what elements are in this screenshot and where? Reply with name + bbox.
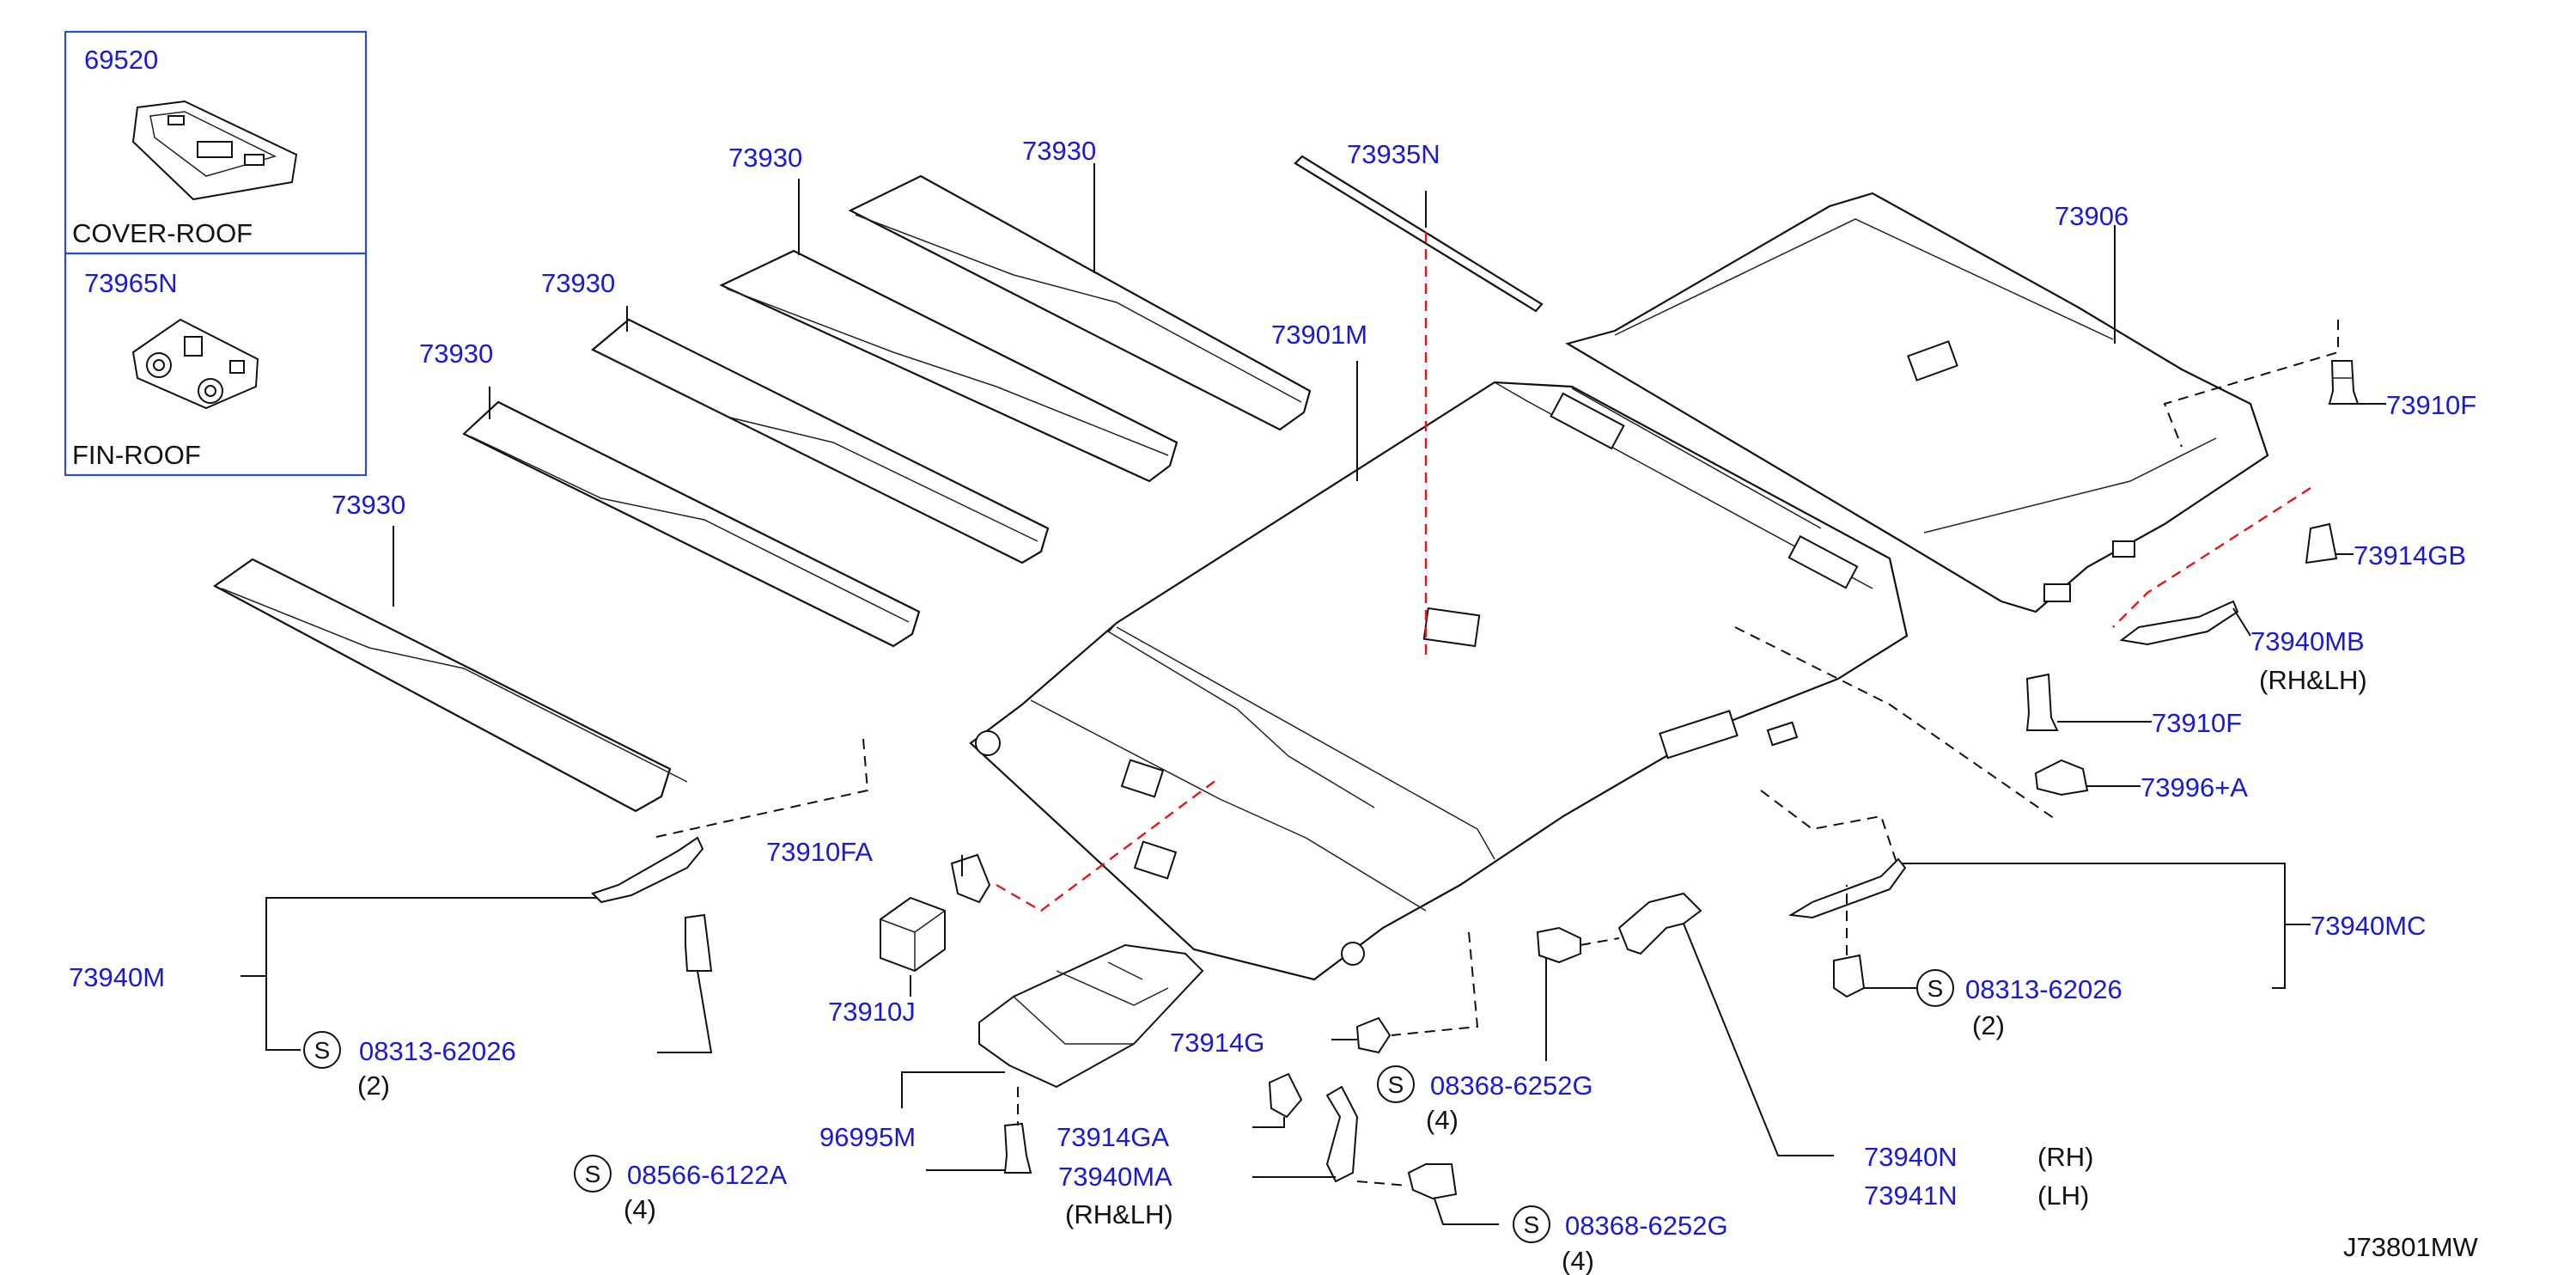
callout-73941N: 73941N xyxy=(1864,1180,1958,1211)
callout-73910F: 73910F xyxy=(2386,390,2476,420)
console-96995M xyxy=(978,943,1204,1089)
callout-quantity: (4) xyxy=(624,1194,656,1224)
callout-73914G: 73914G xyxy=(1170,1028,1264,1058)
callout-08313-62026: 08313-62026 xyxy=(359,1036,516,1066)
roof-pad-2 xyxy=(462,400,921,648)
callout-96995M: 96995M xyxy=(819,1122,916,1152)
grip-73940MA xyxy=(1325,1085,1359,1183)
screw-08368-b xyxy=(1407,1163,1458,1200)
callout-side-lh: (LH) xyxy=(2037,1180,2089,1211)
callout-73996A: 73996+A xyxy=(2141,772,2248,802)
screw-symbol: S xyxy=(1377,1065,1415,1103)
callout-73930: 73930 xyxy=(1022,136,1096,166)
callout-quantity: (4) xyxy=(1562,1246,1594,1275)
left-bolt xyxy=(685,913,713,972)
dash-line-73914G xyxy=(1391,931,1479,1036)
dash-line-08368b xyxy=(1356,1180,1410,1187)
roof-strip xyxy=(1294,155,1544,313)
dash-line-mid xyxy=(1734,626,2058,821)
dash-line-08368a xyxy=(1580,937,1620,946)
cover-roof-part-icon xyxy=(131,100,298,201)
callout-08566-6122A: 08566-6122A xyxy=(627,1160,787,1190)
callout-73906: 73906 xyxy=(2055,201,2128,231)
dash-line-mc xyxy=(1760,790,1899,869)
clip-73996A xyxy=(2034,759,2089,796)
callout-quantity: (4) xyxy=(1426,1105,1459,1135)
inset-box-fin-roof: 73965N FIN-ROOF xyxy=(64,252,368,477)
callout-73940MA: 73940MA xyxy=(1058,1162,1172,1192)
headlining-main xyxy=(969,381,1909,981)
callout-73940M: 73940M xyxy=(69,962,165,992)
callout-73914GB: 73914GB xyxy=(2354,540,2466,570)
callout-73910F: 73910F xyxy=(2152,708,2242,738)
callout-08368-6252G: 08368-6252G xyxy=(1565,1211,1728,1241)
svg-text:S: S xyxy=(1927,975,1944,1002)
screw-symbol: S xyxy=(1916,969,1954,1007)
callout-73930: 73930 xyxy=(419,339,493,369)
grip-73940MC xyxy=(1787,857,1907,919)
roof-pad-5 xyxy=(848,174,1312,431)
clip-73914GB xyxy=(2305,522,2338,564)
inset-box-cover-roof: 69520 COVER-ROOF xyxy=(64,30,368,255)
fin-roof-part-icon xyxy=(131,318,259,410)
clip-right-bolt xyxy=(1833,954,1866,998)
inset-part-number: 69520 xyxy=(84,45,158,75)
roof-pad-1 xyxy=(212,558,688,813)
screw-symbol: S xyxy=(574,1155,612,1193)
callout-73940N: 73940N xyxy=(1864,1142,1958,1172)
clip-73910F-mid xyxy=(2025,673,2059,731)
callout-73910FA: 73910FA xyxy=(766,837,873,867)
roof-pad-3 xyxy=(590,318,1050,564)
svg-text:S: S xyxy=(314,1037,331,1064)
dash-line-73910F xyxy=(2163,320,2339,448)
callout-73940MB: 73940MB xyxy=(2250,626,2365,656)
svg-text:S: S xyxy=(585,1161,601,1187)
callout-side-rh: (RH) xyxy=(2037,1142,2093,1172)
callout-73940MC: 73940MC xyxy=(2311,911,2426,941)
callout-quantity: (2) xyxy=(1972,1010,2005,1040)
clip-73910FA xyxy=(950,853,991,904)
callout-side-rh-lh: (RH&LH) xyxy=(2259,665,2367,695)
hidden-line-73914GB xyxy=(2112,486,2311,628)
leader-lines xyxy=(241,163,2386,1225)
callout-73930: 73930 xyxy=(332,490,405,520)
callout-08313-62026: 08313-62026 xyxy=(1965,974,2122,1004)
callout-side-rh-lh: (RH&LH) xyxy=(1065,1199,1173,1229)
inset-part-name: FIN-ROOF xyxy=(72,440,201,470)
callout-73935N: 73935N xyxy=(1347,139,1440,169)
screw-symbol: S xyxy=(1513,1205,1550,1243)
roof-pad-4 xyxy=(719,249,1178,483)
callout-73930: 73930 xyxy=(541,268,615,298)
block-73910J xyxy=(880,896,946,973)
clip-73910F-top xyxy=(2328,360,2360,405)
svg-text:S: S xyxy=(1524,1211,1540,1238)
screw-08566 xyxy=(1003,1122,1032,1174)
headlining-rear xyxy=(1565,192,2269,613)
clip-73914G xyxy=(1355,1016,1392,1054)
callout-73910J: 73910J xyxy=(828,997,916,1027)
inset-part-name: COVER-ROOF xyxy=(72,218,253,248)
callout-quantity: (2) xyxy=(357,1071,390,1101)
dash-line-left-grip xyxy=(652,738,869,839)
inset-part-number: 73965N xyxy=(84,268,178,298)
hidden-line-73910FA xyxy=(996,777,1221,912)
left-grip-73940M xyxy=(591,836,704,904)
clip-73914GA xyxy=(1268,1072,1303,1119)
callout-73901M: 73901M xyxy=(1271,320,1367,350)
diagram-code: J73801MW xyxy=(2343,1232,2479,1262)
grip-73940MB xyxy=(2119,600,2239,646)
svg-text:S: S xyxy=(1388,1071,1404,1098)
grip-73940N xyxy=(1617,892,1702,955)
callout-73914GA: 73914GA xyxy=(1057,1122,1169,1152)
callout-73930: 73930 xyxy=(728,143,802,173)
screw-08368-a xyxy=(1536,926,1581,964)
screw-symbol: S xyxy=(303,1031,341,1069)
callout-08368-6252G: 08368-6252G xyxy=(1430,1071,1593,1101)
